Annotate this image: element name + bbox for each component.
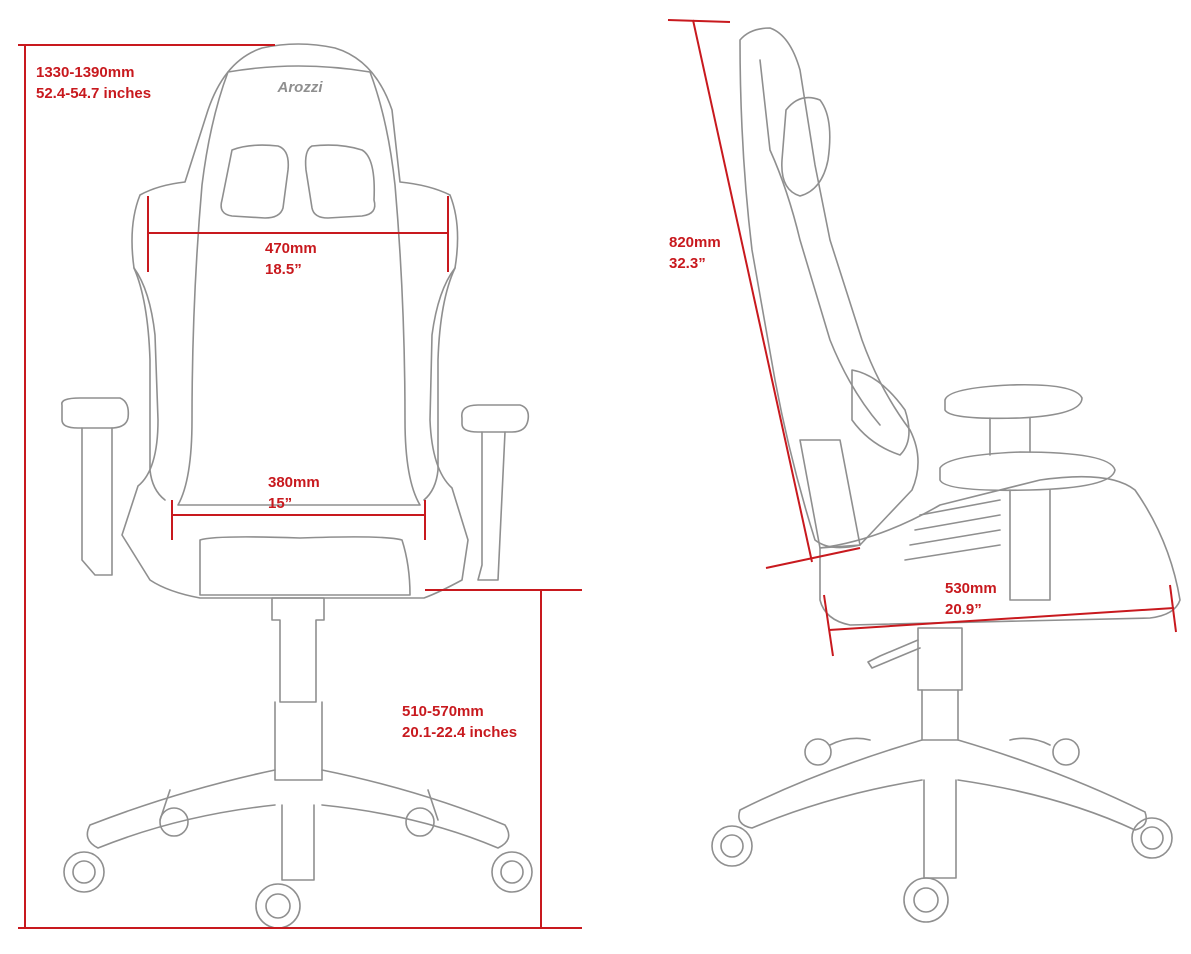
side-tilt-plate — [799, 439, 861, 549]
backrest-height-line — [692, 19, 813, 563]
front-right-armrest-post — [477, 431, 506, 581]
side-tilt-lever — [867, 639, 921, 669]
overall-height-imperial: 52.4-54.7 inches — [36, 85, 152, 102]
backrest-width-imperial: 18.5” — [265, 261, 302, 278]
backrest-width-metric: 470mm — [265, 240, 317, 257]
front-caster-left — [63, 851, 105, 893]
front-caster-back-left — [159, 807, 189, 837]
front-right-bolster — [423, 267, 456, 501]
seat-width-label: 380mm 15” — [268, 472, 320, 514]
side-caster-back-left — [804, 738, 832, 766]
seat-depth-line — [828, 607, 1175, 631]
seat-depth-metric: 530mm — [945, 580, 997, 597]
front-chair-drawing — [61, 43, 533, 929]
side-armrest-post — [1009, 489, 1051, 601]
side-backrest-inner — [759, 59, 881, 426]
side-armrest-pad-rear — [944, 383, 1083, 420]
side-lumbar-pillow — [851, 369, 910, 456]
side-base-center-leg — [923, 779, 957, 879]
seat-depth-imperial: 20.9” — [945, 601, 982, 618]
seat-depth-right-tick — [1169, 584, 1177, 633]
seat-height-label: 510-570mm 20.1-22.4 inches — [402, 701, 517, 743]
brand-logo: Arozzi — [277, 79, 324, 96]
overall-height-label: 1330-1390mm 52.4-54.7 inches — [36, 62, 151, 104]
side-headrest-pillow — [781, 96, 831, 197]
backrest-width-label: 470mm 18.5” — [265, 238, 317, 280]
side-caster-back-right — [1052, 738, 1080, 766]
front-right-armrest-pad — [461, 404, 530, 433]
side-caster-right — [1131, 817, 1173, 859]
backrest-height-bottom-tick — [765, 547, 861, 569]
front-base-right-leg — [321, 769, 510, 849]
side-gas-lift — [917, 627, 963, 691]
side-armrest-post-rear — [989, 417, 1031, 456]
overall-height-metric: 1330-1390mm — [36, 64, 135, 81]
front-seat-cushion — [199, 536, 411, 596]
side-armrest-pad-front — [939, 451, 1116, 492]
side-base-right-leg — [957, 739, 1148, 831]
backrest-height-top-tick — [667, 19, 731, 23]
front-left-shoulder-hole — [220, 144, 290, 219]
side-caster-center — [903, 877, 949, 923]
backrest-height-label: 820mm 32.3” — [669, 232, 721, 274]
front-left-armrest-pad — [61, 397, 130, 429]
side-seat-outline — [819, 475, 1181, 626]
front-caster-right — [491, 851, 533, 893]
front-gas-lift-cylinder — [274, 701, 323, 781]
front-left-armrest-post — [81, 427, 113, 576]
front-right-shoulder-hole — [304, 144, 376, 219]
front-base-left-leg — [86, 769, 276, 849]
seat-depth-left-tick — [823, 594, 834, 657]
front-caster-back-right — [405, 807, 435, 837]
front-left-bolster — [133, 267, 166, 501]
seat-height-metric: 510-570mm — [402, 703, 484, 720]
side-chair-drawing — [711, 27, 1181, 923]
side-caster-left — [711, 825, 753, 867]
side-gas-lift-cylinder — [921, 689, 959, 741]
front-caster-center — [255, 883, 301, 929]
side-seat-ribs — [904, 499, 1001, 561]
front-base-back-legs — [159, 789, 439, 821]
side-base-back-legs — [829, 737, 1051, 746]
dimension-lines — [18, 19, 1177, 929]
front-backrest-inner — [177, 65, 421, 506]
front-base-center-leg — [281, 804, 315, 881]
backrest-height-metric: 820mm — [669, 234, 721, 251]
backrest-height-imperial: 32.3” — [669, 255, 706, 272]
seat-depth-label: 530mm 20.9” — [945, 578, 997, 620]
front-gas-lift — [271, 597, 325, 703]
side-backrest-outline — [739, 27, 919, 549]
seat-width-imperial: 15” — [268, 495, 293, 512]
seat-width-metric: 380mm — [268, 474, 320, 491]
side-base-left-leg — [738, 739, 923, 829]
seat-height-imperial: 20.1-22.4 inches — [402, 724, 518, 741]
